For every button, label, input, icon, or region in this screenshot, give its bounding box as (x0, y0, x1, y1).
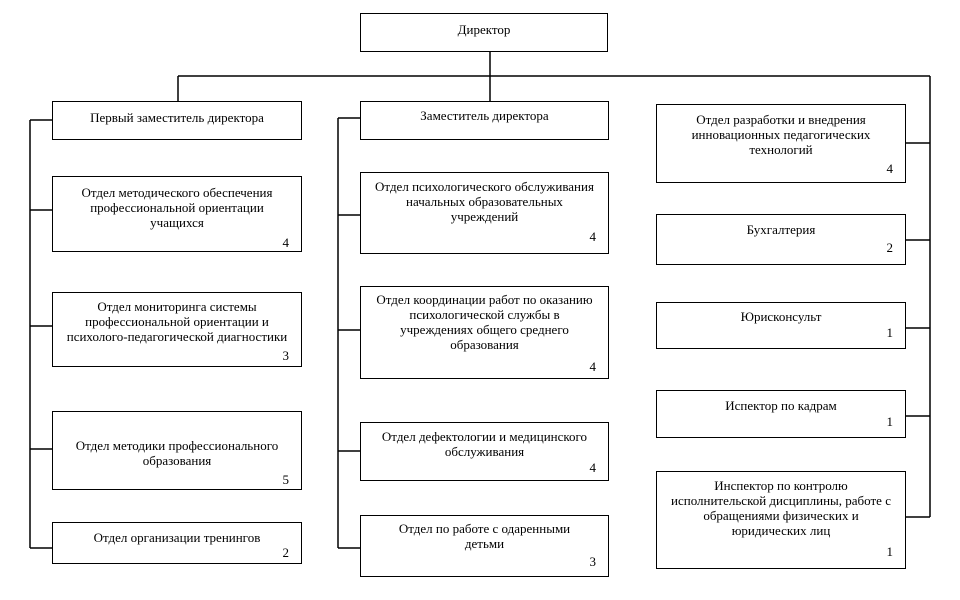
node-dept-methodology-count: 5 (282, 472, 290, 487)
node-dept-psychological-service-label: Отдел психологического обслуживания нача… (375, 179, 594, 224)
node-hr-inspector: Испектор по кадрам 1 (656, 390, 906, 438)
node-deputy-director-label: Заместитель директора (420, 108, 549, 123)
node-dept-gifted-children: Отдел по работе с одаренными детьми 3 (360, 515, 609, 577)
node-dept-trainings: Отдел организации тренингов 2 (52, 522, 302, 564)
node-first-deputy-label: Первый заместитель директора (90, 110, 264, 125)
node-dept-psychological-service-count: 4 (589, 229, 597, 244)
node-dept-trainings-label: Отдел организации тренингов (93, 530, 261, 545)
node-director-label: Директор (457, 22, 511, 37)
node-dept-defectology-label: Отдел дефектологии и медицинского обслуж… (381, 429, 588, 459)
node-lawyer: Юрисконсульт 1 (656, 302, 906, 349)
node-dept-monitoring: Отдел мониторинга системы профессиональн… (52, 292, 302, 367)
node-hr-inspector-count: 1 (886, 414, 894, 429)
node-dept-monitoring-count: 3 (282, 348, 290, 363)
node-hr-inspector-label: Испектор по кадрам (725, 398, 837, 413)
node-dept-gifted-children-count: 3 (589, 554, 597, 569)
node-dept-innovation: Отдел разработки и внедрения инновационн… (656, 104, 906, 183)
node-lawyer-count: 1 (886, 325, 894, 340)
node-dept-gifted-children-label: Отдел по работе с одаренными детьми (398, 521, 571, 551)
node-accounting-label: Бухгалтерия (746, 222, 816, 237)
node-dept-innovation-count: 4 (886, 161, 894, 176)
node-discipline-inspector-label: Инспектор по контролю исполнительской ди… (671, 478, 891, 538)
node-dept-coordination-count: 4 (589, 359, 597, 374)
node-dept-methodical-support-count: 4 (282, 235, 290, 250)
node-dept-methodical-support: Отдел методического обеспечения професси… (52, 176, 302, 252)
node-dept-psychological-service: Отдел психологического обслуживания нача… (360, 172, 609, 254)
node-accounting-count: 2 (886, 240, 894, 255)
node-dept-methodology-label: Отдел методики профессионального образов… (75, 438, 279, 468)
node-discipline-inspector-count: 1 (886, 544, 894, 559)
node-deputy-director: Заместитель директора (360, 101, 609, 140)
node-dept-methodology: Отдел методики профессионального образов… (52, 411, 302, 490)
node-discipline-inspector: Инспектор по контролю исполнительской ди… (656, 471, 906, 569)
node-lawyer-label: Юрисконсульт (740, 309, 822, 324)
node-dept-methodical-support-label: Отдел методического обеспечения професси… (81, 185, 273, 230)
node-dept-defectology: Отдел дефектологии и медицинского обслуж… (360, 422, 609, 481)
node-dept-coordination: Отдел координации работ по оказанию псих… (360, 286, 609, 379)
node-dept-monitoring-label: Отдел мониторинга системы профессиональн… (66, 299, 288, 344)
node-accounting: Бухгалтерия 2 (656, 214, 906, 265)
node-first-deputy-director: Первый заместитель директора (52, 101, 302, 140)
node-dept-coordination-label: Отдел координации работ по оказанию псих… (376, 292, 593, 352)
node-dept-defectology-count: 4 (589, 460, 597, 475)
node-dept-innovation-label: Отдел разработки и внедрения инновационн… (691, 112, 871, 157)
node-dept-trainings-count: 2 (282, 545, 290, 560)
node-director: Директор (360, 13, 608, 52)
